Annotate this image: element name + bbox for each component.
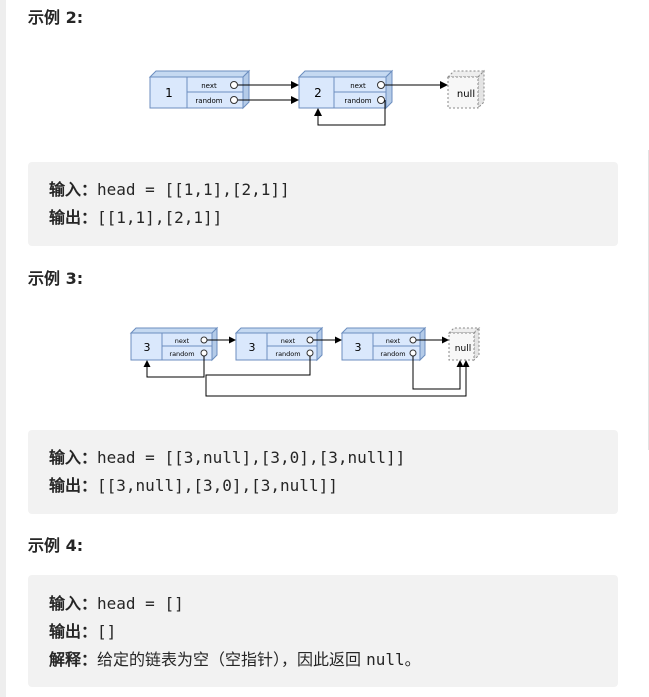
output-label: 输出： xyxy=(49,208,98,227)
output-line: 输出：[] xyxy=(49,622,116,642)
scrollbar-track[interactable] xyxy=(0,0,6,697)
random-arrow xyxy=(314,100,386,126)
output-line: 输出：[[1,1],[2,1]] xyxy=(49,208,222,228)
null-node: null xyxy=(446,69,486,110)
example-4-heading: 示例 4: xyxy=(28,536,84,555)
output-value: [[1,1],[2,1]] xyxy=(97,208,223,227)
output-value: [[3,null],[3,0],[3,null]] xyxy=(97,476,338,495)
output-value: [] xyxy=(97,622,117,641)
null-label: null xyxy=(457,89,475,100)
next-label: next xyxy=(175,337,190,345)
explanation-code: null xyxy=(366,650,405,669)
node-value: 3 xyxy=(249,341,256,354)
output-line: 输出：[[3,null],[3,0],[3,null]] xyxy=(49,476,338,496)
random-arrow xyxy=(143,356,205,378)
node-value: 1 xyxy=(165,86,173,100)
output-label: 输出： xyxy=(49,622,98,641)
explanation-label: 解释： xyxy=(49,650,98,669)
input-value: head = [[1,1],[2,1]] xyxy=(97,180,290,199)
node-value: 3 xyxy=(144,341,151,354)
example-2-diagram: 1 next random 2 next random null xyxy=(148,69,486,126)
null-node: null xyxy=(447,326,481,362)
explanation-end: 。 xyxy=(404,650,421,669)
random-arrow xyxy=(412,356,464,390)
list-node-1: 1 next random xyxy=(148,69,251,110)
output-label: 输出： xyxy=(49,476,98,495)
explanation-line: 解释：给定的链表为空（空指针），因此返回 null。 xyxy=(49,650,421,670)
node-value: 3 xyxy=(355,341,362,354)
input-label: 输入： xyxy=(49,448,98,467)
input-line: 输入：head = [[1,1],[2,1]] xyxy=(49,180,290,200)
random-label: random xyxy=(344,97,371,105)
example-3-diagram: 3 next random 3 next random 3 next rando… xyxy=(129,326,481,397)
input-line: 输入：head = [[3,null],[3,0],[3,null]] xyxy=(49,448,405,468)
node-value: 2 xyxy=(314,86,322,100)
random-label: random xyxy=(195,97,222,105)
list-node-3: 3 next random xyxy=(340,326,427,362)
next-label: next xyxy=(386,337,401,345)
next-label: next xyxy=(350,82,366,90)
example-2-heading: 示例 2: xyxy=(28,8,84,27)
example-4-codeblock: 输入：head = [] 输出：[] 解释：给定的链表为空（空指针），因此返回 … xyxy=(28,575,618,687)
random-label: random xyxy=(275,350,300,358)
random-label: random xyxy=(380,350,405,358)
null-label: null xyxy=(455,344,471,354)
example-3-heading: 示例 3: xyxy=(28,269,84,288)
next-label: next xyxy=(281,337,296,345)
random-arrow xyxy=(205,356,470,397)
input-label: 输入： xyxy=(49,180,98,199)
list-node-2: 3 next random xyxy=(234,326,324,362)
example-2-codeblock: 输入：head = [[1,1],[2,1]] 输出：[[1,1],[2,1]] xyxy=(28,162,618,246)
next-label: next xyxy=(201,82,217,90)
explanation-text: 给定的链表为空（空指针），因此返回 xyxy=(97,650,367,669)
input-value: head = [[3,null],[3,0],[3,null]] xyxy=(97,448,406,467)
random-label: random xyxy=(169,350,194,358)
input-value: head = [] xyxy=(97,594,184,613)
list-node-1: 3 next random xyxy=(129,326,219,362)
example-3-codeblock: 输入：head = [[3,null],[3,0],[3,null]] 输出：[… xyxy=(28,430,618,514)
list-node-2: 2 next random xyxy=(297,69,394,110)
input-line: 输入：head = [] xyxy=(49,594,184,614)
input-label: 输入： xyxy=(49,594,98,613)
